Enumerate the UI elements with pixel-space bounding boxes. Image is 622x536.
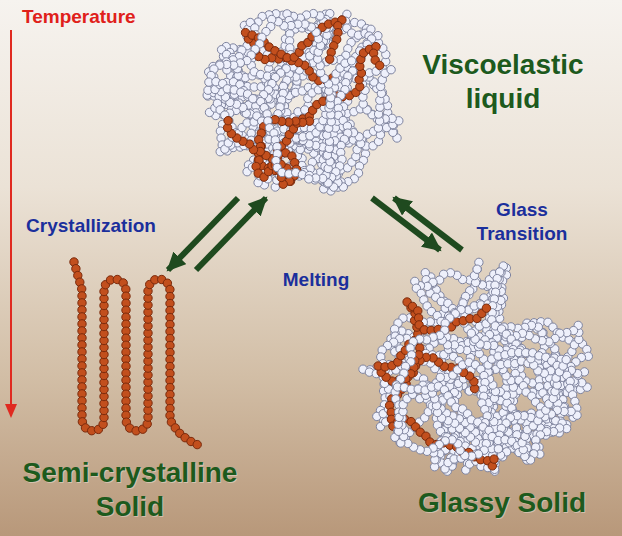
temperature-arrow-line [10,30,12,406]
chain-bead [347,57,355,65]
chain-bead [376,61,384,69]
chain-bead [305,175,313,183]
chain-bead [467,329,475,337]
chain-bead [473,265,481,273]
glassy-chains [359,258,593,475]
chain-bead [224,116,232,124]
liquid-chains [203,9,403,195]
temperature-arrow-head [5,404,17,418]
chain-bead [224,117,232,125]
temperature-arrow [5,30,17,418]
chain-bead [387,66,395,74]
chain-bead [249,95,257,103]
chain-bead [482,304,490,312]
chain-bead [326,55,334,63]
chain-bead [473,265,481,273]
chain-bead [494,445,502,453]
chain-bead [490,455,498,463]
